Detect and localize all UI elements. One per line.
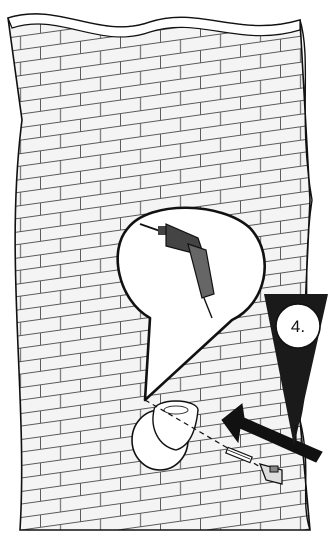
step-number: 4. [291, 317, 305, 336]
